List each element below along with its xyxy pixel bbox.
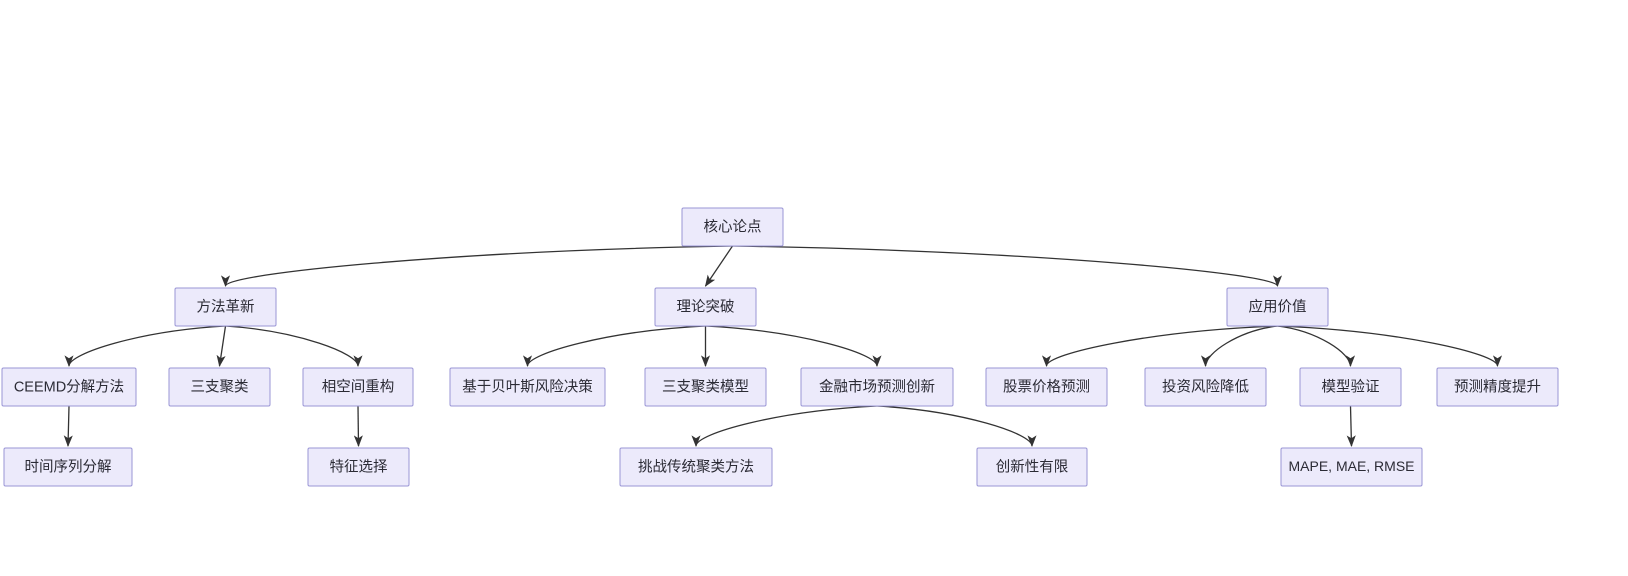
node-box-l1c[interactable] — [1226, 287, 1329, 327]
edge-l1c-to-l2j — [1277, 325, 1502, 368]
node-box-l2j[interactable] — [1436, 367, 1559, 407]
node-label-l3b: 特征选择 — [330, 458, 388, 475]
node-box-l3c[interactable] — [619, 447, 773, 487]
node-box-root[interactable] — [681, 207, 784, 247]
node-label-l2b: 三支聚类 — [191, 378, 249, 395]
node-box-l3a[interactable] — [3, 447, 133, 487]
node-label-l3a: 时间序列分解 — [25, 458, 112, 475]
node-label-l2h: 投资风险降低 — [1162, 378, 1249, 395]
node-box-l2c[interactable] — [302, 367, 414, 407]
node-label-l3e: MAPE, MAE, RMSE — [1288, 458, 1414, 474]
edge-l2a-to-l3a — [63, 405, 73, 448]
node-box-l2b[interactable] — [168, 367, 271, 407]
node-label-l3c: 挑战传统聚类方法 — [638, 458, 754, 475]
node-box-l2i[interactable] — [1299, 367, 1402, 407]
node-label-l1b: 理论突破 — [677, 298, 735, 315]
node-l2h[interactable]: 投资风险降低 — [1144, 367, 1267, 407]
node-box-l3e[interactable] — [1280, 447, 1423, 487]
edge-root-to-l1a — [221, 245, 733, 288]
node-l2b[interactable]: 三支聚类 — [168, 367, 271, 407]
node-label-l3d: 创新性有限 — [996, 458, 1069, 475]
node-l2f[interactable]: 金融市场预测创新 — [800, 367, 954, 407]
node-l2a[interactable]: CEEMD分解方法 — [1, 367, 137, 407]
edge-l1c-to-l2g — [1042, 325, 1278, 368]
node-box-l3b[interactable] — [307, 447, 410, 487]
edge-root-to-l1b — [704, 245, 734, 287]
node-label-l2c: 相空间重构 — [322, 378, 395, 395]
edge-l1a-to-l2a — [64, 325, 226, 368]
node-l3b[interactable]: 特征选择 — [307, 447, 410, 487]
edge-l2c-to-l3b — [353, 405, 363, 448]
node-label-l2g: 股票价格预测 — [1003, 378, 1090, 395]
edge-l1a-to-l2b — [216, 325, 227, 368]
node-label-l2a: CEEMD分解方法 — [14, 378, 124, 395]
edge-l1c-to-l2h — [1200, 325, 1278, 368]
node-root[interactable]: 核心论点 — [681, 207, 784, 247]
edge-l2f-to-l3c — [691, 405, 878, 448]
node-l3e[interactable]: MAPE, MAE, RMSE — [1280, 447, 1423, 487]
node-l2i[interactable]: 模型验证 — [1299, 367, 1402, 407]
node-box-l2h[interactable] — [1144, 367, 1267, 407]
node-l2e[interactable]: 三支聚类模型 — [644, 367, 767, 407]
node-label-l2e: 三支聚类模型 — [662, 378, 749, 395]
node-box-l2a[interactable] — [1, 367, 137, 407]
node-l1a[interactable]: 方法革新 — [174, 287, 277, 327]
node-l1c[interactable]: 应用价值 — [1226, 287, 1329, 327]
node-label-l1a: 方法革新 — [197, 298, 255, 315]
node-box-l2g[interactable] — [985, 367, 1108, 407]
edge-l1c-to-l2i — [1277, 325, 1356, 368]
edge-l1b-to-l2d — [523, 325, 706, 368]
node-label-l2i: 模型验证 — [1322, 378, 1380, 395]
node-box-l1a[interactable] — [174, 287, 277, 327]
node-label-root: 核心论点 — [704, 218, 762, 235]
node-label-l2f: 金融市场预测创新 — [819, 378, 935, 395]
edge-layer — [63, 245, 1502, 448]
node-box-l2e[interactable] — [644, 367, 767, 407]
edge-l1a-to-l2c — [225, 325, 363, 368]
node-label-l2d: 基于贝叶斯风险决策 — [462, 378, 593, 395]
node-l3a[interactable]: 时间序列分解 — [3, 447, 133, 487]
edge-l1b-to-l2f — [705, 325, 882, 368]
node-box-l2f[interactable] — [800, 367, 954, 407]
node-label-l1c: 应用价值 — [1249, 297, 1307, 315]
node-l1b[interactable]: 理论突破 — [654, 287, 757, 327]
node-l3d[interactable]: 创新性有限 — [976, 447, 1088, 487]
edge-l2i-to-l3e — [1346, 405, 1356, 448]
node-label-l2j: 预测精度提升 — [1454, 378, 1541, 395]
node-box-l3d[interactable] — [976, 447, 1088, 487]
node-l2c[interactable]: 相空间重构 — [302, 367, 414, 407]
edge-l2f-to-l3d — [876, 405, 1037, 448]
node-box-l2d[interactable] — [449, 367, 606, 407]
node-l2j[interactable]: 预测精度提升 — [1436, 367, 1559, 407]
node-l2d[interactable]: 基于贝叶斯风险决策 — [449, 367, 606, 407]
node-box-l1b[interactable] — [654, 287, 757, 327]
node-l3c[interactable]: 挑战传统聚类方法 — [619, 447, 773, 487]
node-l2g[interactable]: 股票价格预测 — [985, 367, 1108, 407]
edge-root-to-l1c — [732, 245, 1282, 288]
